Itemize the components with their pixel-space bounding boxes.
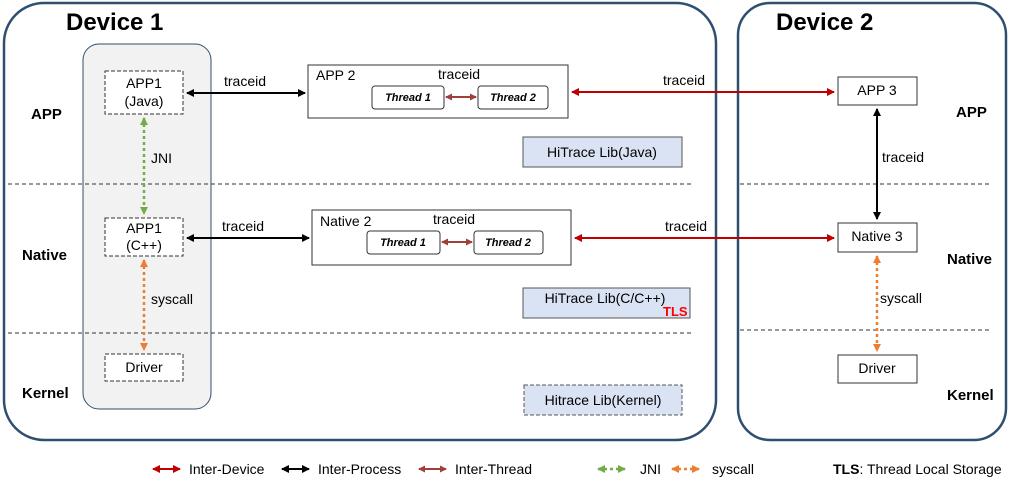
legend: Inter-Device Inter-Process Inter-Thread … [152,461,1002,477]
legend-jni-label: JNI [640,461,661,477]
native2-thread1-box[interactable] [366,230,441,255]
device1-title: Device 1 [66,9,163,36]
hitrace-lib-kernel-label: Hitrace Lib(Kernel) [545,392,662,408]
legend-tls-key: TLS [833,461,859,477]
tls-tag: TLS [663,304,688,319]
legend-syscall-label: syscall [712,461,754,477]
syscall-label-d1: syscall [151,291,193,307]
app3-label: APP 3 [857,82,897,98]
app1-cpp-box[interactable] [104,217,184,257]
inter-device-traceid-native: traceid [665,218,707,234]
device1-frame [2,1,718,442]
device2-frame [736,1,1008,442]
app1-java-box[interactable] [104,70,184,115]
app2-traceid: traceid [438,66,480,82]
device2-title: Device 2 [776,9,873,36]
traceid-d2-label: traceid [882,149,924,165]
legend-tls: TLS: Thread Local Storage [833,461,1002,477]
app2-thread2-label: Thread 2 [490,92,536,104]
traceid-app-label: traceid [224,73,266,89]
app3-box[interactable] [837,76,918,106]
native3-box[interactable] [837,222,918,253]
app1-cpp-line2: (C++) [126,237,162,253]
driver-box-d2[interactable] [837,354,918,384]
native2-thread2-label: Thread 2 [485,237,531,249]
hitrace-lib-c-label: HiTrace Lib(C/C++) [545,290,666,306]
native2-thread1-label: Thread 1 [380,237,426,249]
driver-box-d1[interactable] [104,353,184,382]
app2-thread1-box[interactable] [371,85,445,110]
driver-label-d1: Driver [125,359,163,375]
traceid-native-label: traceid [222,218,264,234]
driver-label-d2: Driver [858,360,896,376]
hitrace-lib-c-box[interactable] [522,287,691,319]
legend-tls-desc: : Thread Local Storage [859,461,1001,477]
native3-label: Native 3 [851,228,903,244]
syscall-label-d2: syscall [880,290,922,306]
jni-label: JNI [151,150,172,166]
layer-native-d2: Native [947,251,992,268]
layer-kernel-d1: Kernel [22,385,69,402]
layer-kernel-d2: Kernel [947,387,994,404]
legend-inter-device-label: Inter-Device [189,461,265,477]
hitrace-lib-kernel-box[interactable] [523,384,683,416]
legend-inter-process-label: Inter-Process [318,461,401,477]
native2-thread2-box[interactable] [473,230,544,255]
layer-app-d1: APP [31,106,62,123]
app2-thread1-label: Thread 1 [385,92,431,104]
native2-traceid: traceid [433,211,475,227]
hitrace-lib-java-box[interactable] [522,136,683,168]
app1-cpp-line1: APP1 [126,220,162,236]
app1-java-line1: APP1 [126,75,162,91]
app2-thread2-box[interactable] [477,85,549,110]
app1-java-line2: (Java) [125,93,164,109]
legend-inter-thread-label: Inter-Thread [455,461,532,477]
layer-app-d2: APP [956,104,987,121]
hitrace-lib-java-label: HiTrace Lib(Java) [547,144,657,160]
app2-title: APP 2 [316,67,356,83]
native2-title: Native 2 [320,213,372,229]
inter-device-traceid-app: traceid [663,72,705,88]
layer-native-d1: Native [22,247,67,264]
